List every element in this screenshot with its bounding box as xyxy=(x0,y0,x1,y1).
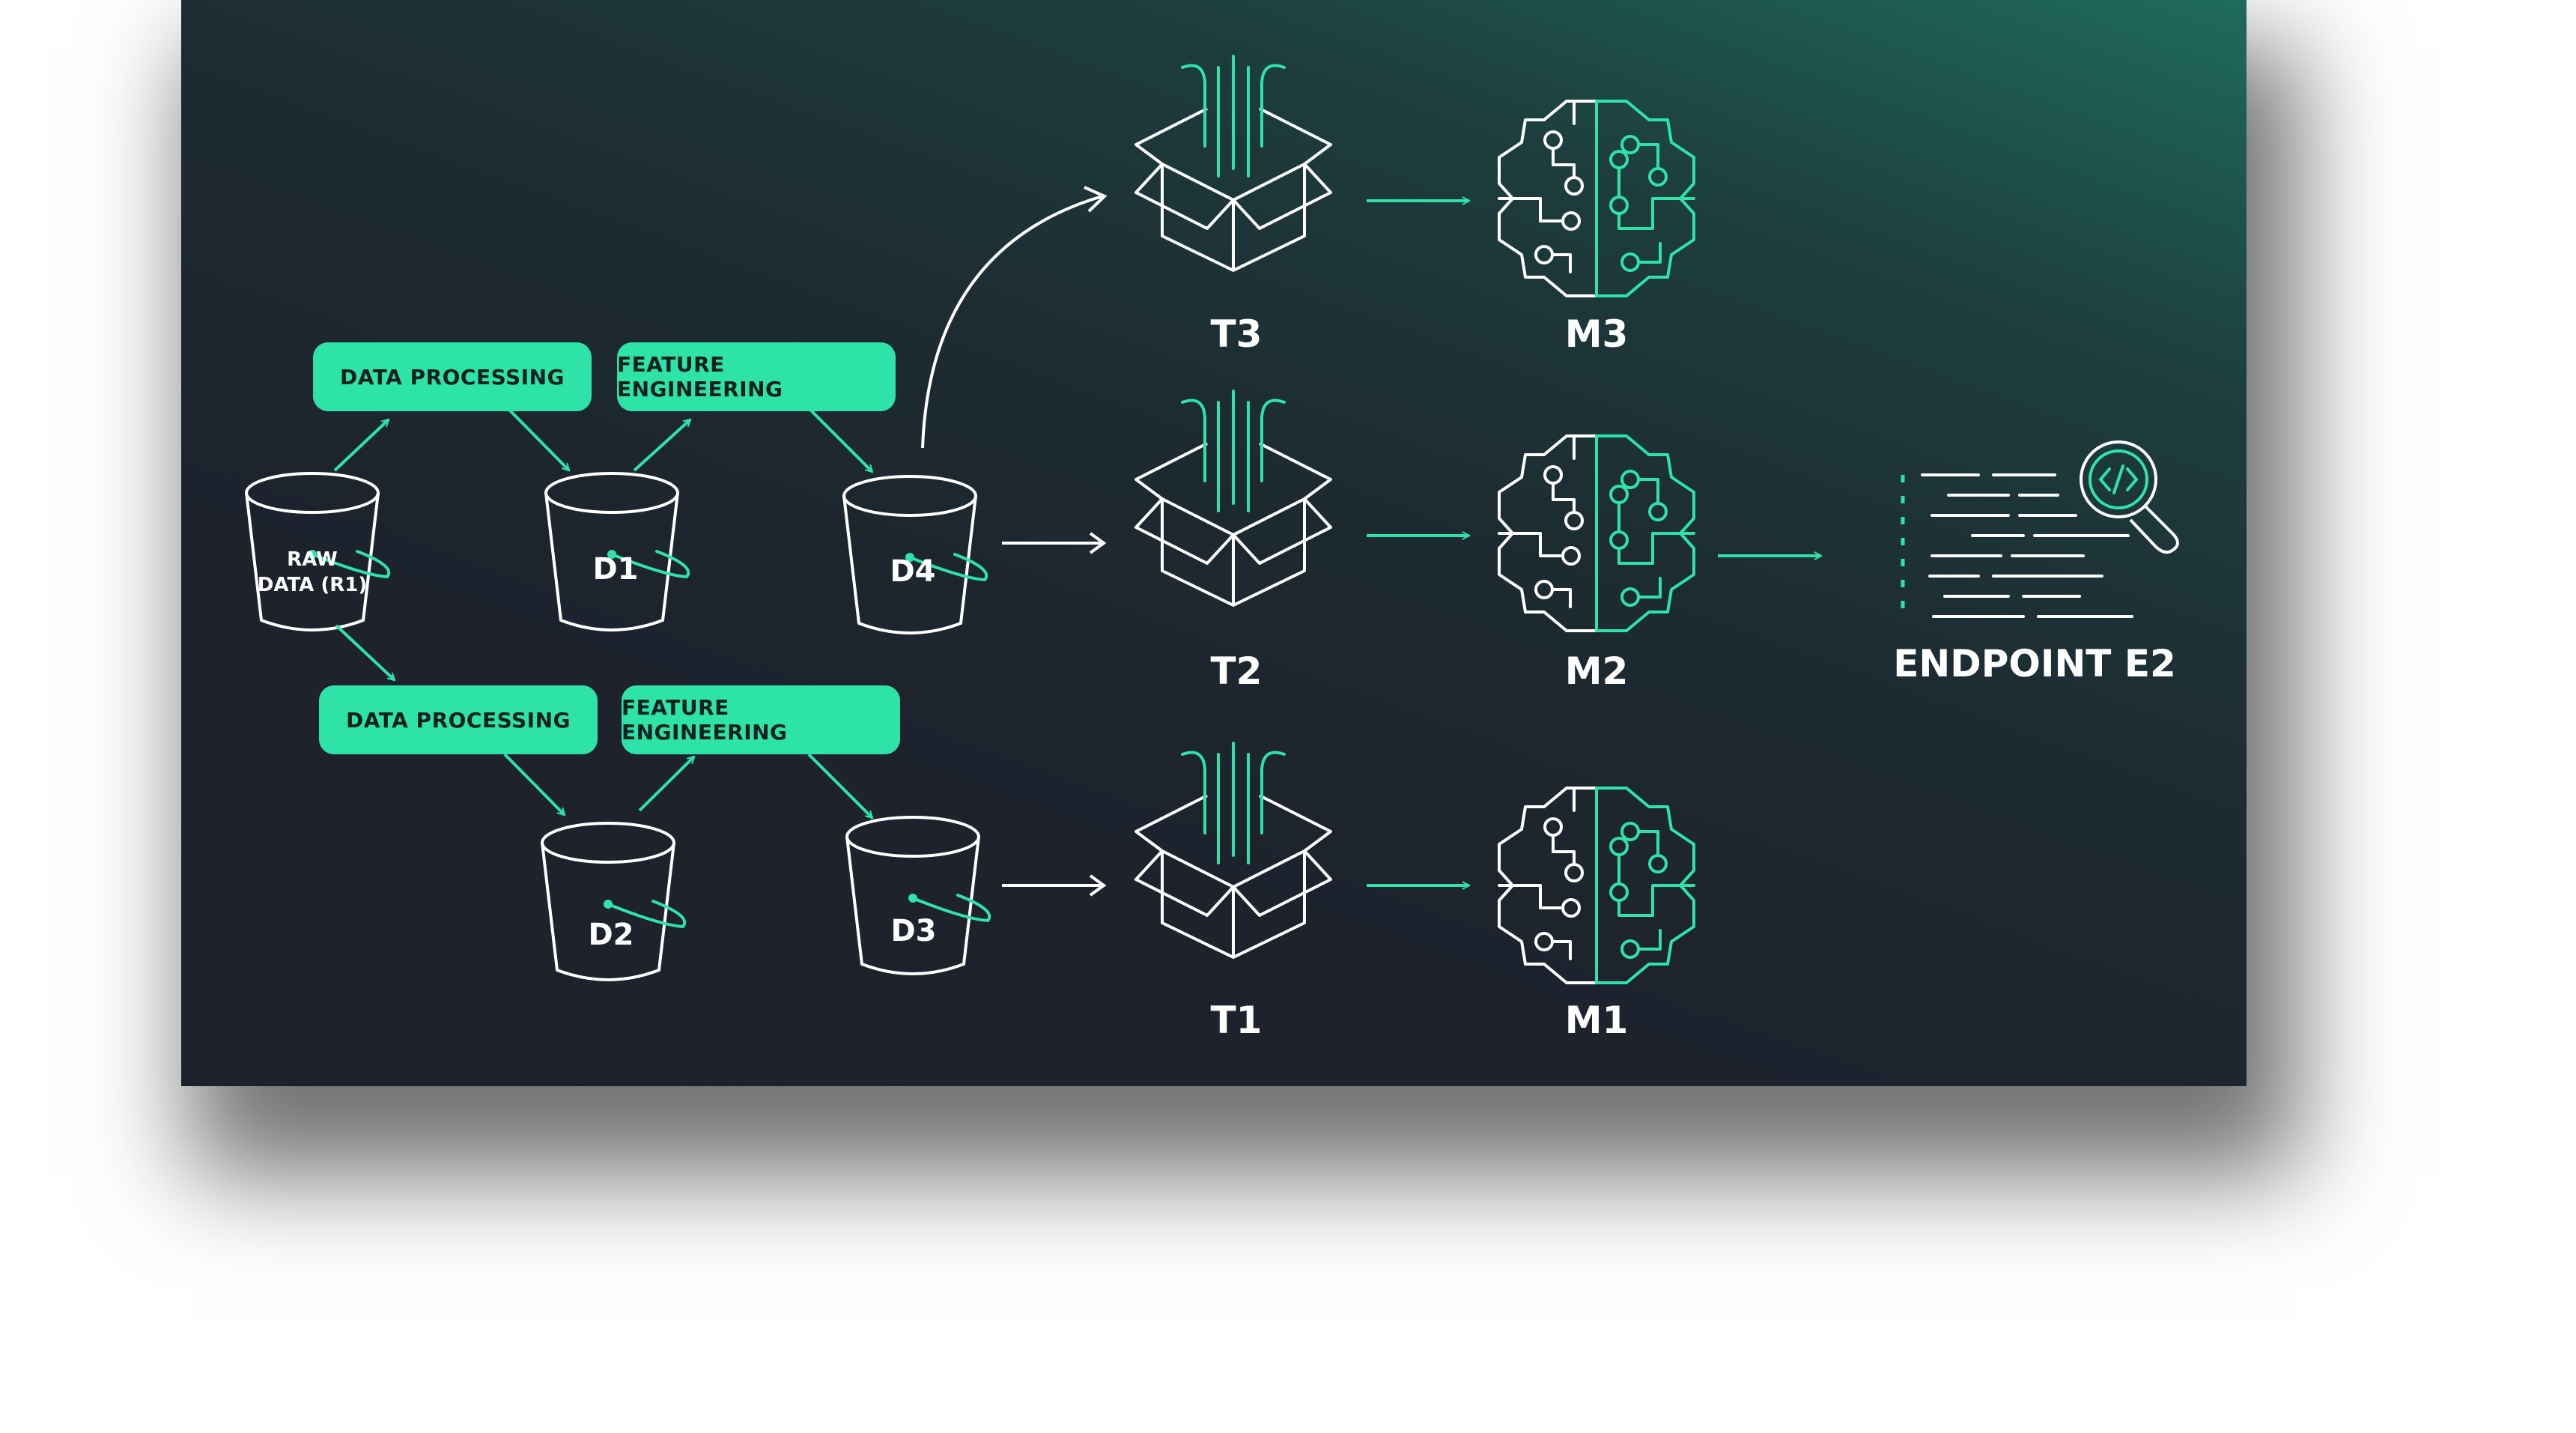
arrow-d1-to-engineering xyxy=(633,418,690,472)
arrow-processing-to-d2 xyxy=(503,753,565,815)
arrow-raw-to-processing xyxy=(333,418,389,472)
arrow-d4-to-t3 xyxy=(921,186,1108,449)
endpoint-inspect-icon xyxy=(1901,440,2179,622)
bucket-d1 xyxy=(544,472,690,631)
raw-data-label: RAW DATA (R1) xyxy=(257,548,368,596)
data-processing-step-bottom: DATA PROCESSING xyxy=(319,685,598,754)
model-brain-m2 xyxy=(1498,434,1695,632)
training-t1-label: T1 xyxy=(1210,999,1263,1042)
arrow-engineering-to-d4 xyxy=(809,408,872,472)
arrow-engineering-to-d3 xyxy=(807,753,872,818)
feature-engineering-step-top: FEATURE ENGINEERING xyxy=(617,342,896,411)
diagram-panel: DATA PROCESSING FEATURE ENGINEERING DATA… xyxy=(181,0,2247,1086)
bucket-d4 xyxy=(842,475,988,634)
feature-engineering-step-bottom: FEATURE ENGINEERING xyxy=(622,685,900,754)
arrow-d2-to-engineering xyxy=(638,757,694,812)
arrow-raw-to-bottom-processing xyxy=(335,624,395,682)
training-box-t3 xyxy=(1134,55,1332,272)
arrow-d3-to-t1 xyxy=(1002,874,1107,897)
dataset-d3-label: D3 xyxy=(890,914,937,948)
training-box-t1 xyxy=(1134,742,1332,959)
dataset-d1-label: D1 xyxy=(592,552,639,587)
pipeline-diagram xyxy=(245,55,2179,984)
model-m3-label: M3 xyxy=(1564,312,1629,356)
dataset-d2-label: D2 xyxy=(588,918,634,952)
training-t2-label: T2 xyxy=(1210,649,1263,693)
model-m2-label: M2 xyxy=(1564,649,1629,693)
training-t3-label: T3 xyxy=(1210,312,1263,356)
bucket-raw-data xyxy=(245,472,391,631)
arrow-processing-to-d1 xyxy=(508,408,569,470)
endpoint-label: ENDPOINT E2 xyxy=(1893,642,2176,685)
training-box-t2 xyxy=(1134,390,1332,607)
data-processing-step-top: DATA PROCESSING xyxy=(313,342,592,411)
arrow-d4-to-t2 xyxy=(1002,532,1107,554)
model-brain-m3 xyxy=(1498,100,1695,297)
model-m1-label: M1 xyxy=(1564,999,1629,1042)
dataset-d4-label: D4 xyxy=(890,554,936,589)
model-brain-m1 xyxy=(1498,787,1695,984)
bucket-d2 xyxy=(541,822,687,981)
bucket-d3 xyxy=(845,816,991,975)
